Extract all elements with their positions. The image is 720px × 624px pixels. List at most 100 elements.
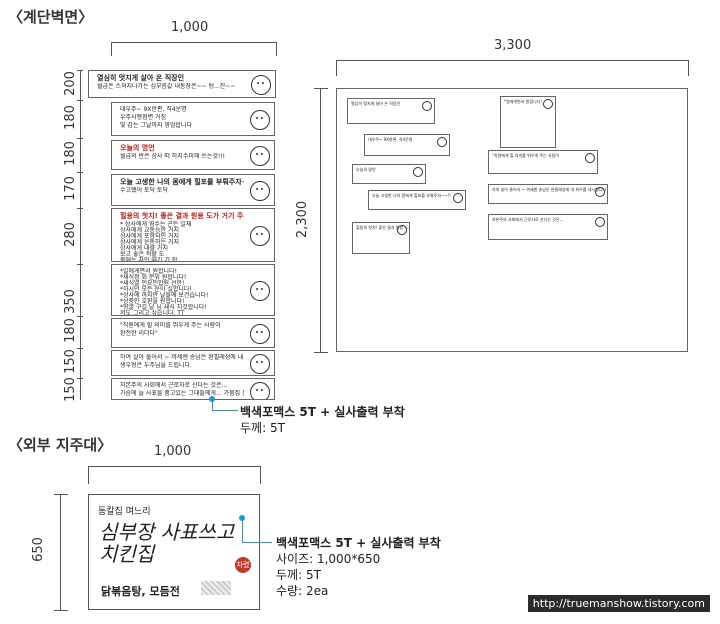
wall-mini-panel: 열심히 멋지게 살아 온 직장인 (347, 98, 435, 124)
stair-note-thickness: 두께: 5T (240, 421, 285, 435)
wall-mini-text: 하여 살아 둘어서 ~ 까세엔 송남은 완필래성에 내 위우를 세시행니다 (492, 187, 607, 192)
sign-blur-patch (201, 581, 231, 595)
panel-line: *새식열 인요인합원 선한! (120, 280, 185, 287)
wall-mini-panel: *일에게면서 원합니다! (500, 96, 556, 148)
wall-outline (336, 88, 688, 352)
wall-mini-text: 오늘의 명언 (356, 167, 376, 172)
panel-line: *상사에 까지만 날들에 보건습니다! (120, 292, 209, 299)
stair-row-height-label: 150 (62, 349, 78, 374)
outside-note: 백색포맥스 5T + 실사출력 부착 사이즈: 1,000*650 두께: 5T… (276, 535, 441, 599)
wall-mini-character-icon (413, 167, 423, 177)
panel-line: 목에는 차인 때기 기 최 (120, 257, 178, 262)
panel-line: 완전한 리더다" (120, 330, 158, 337)
stair-section-title: 〈계단벽면〉 (8, 8, 94, 26)
outside-height-line (60, 494, 61, 610)
panel-title: 열심히 멋지게 살아 온 직장인 (97, 74, 185, 82)
stair-note: 백색포맥스 5T + 실사출력 부착 두께: 5T (240, 404, 405, 436)
stair-sign-panel: 자본주의 사회에서 근로자로 산다는 것은...가슴에 늘 사표를 품고있는 그… (111, 378, 275, 400)
cartoon-character-icon (250, 146, 270, 166)
cartoon-character-icon (250, 181, 270, 201)
panel-line: 상사에게 내를 가지 (120, 245, 168, 252)
wall-height-label: 2,300 (295, 200, 311, 239)
stair-sign-panel: 힐용의 첫지! 좋은 결과 원용 도가 거기 주셔* 상사에게 영수는 곤든 일… (111, 208, 275, 262)
stair-row-height-label: 170 (62, 176, 78, 201)
stair-sign-panel: 오늘 고생한 나의 몸에게 힐포를 부뤄주자~~!!수고했어 토닥 토닥 (111, 174, 275, 206)
wall-mini-text: 열심히 멋지게 살아 온 직장인 (351, 101, 401, 106)
panel-line: 하여 살아 둘어서 ~ 까세엔 송남은 완필래성에 내 위우를 세시행니다 (120, 354, 244, 361)
wall-mini-character-icon (595, 217, 605, 227)
wall-mini-panel: 하여 살아 둘어서 ~ 까세엔 송남은 완필래성에 내 위우를 세시행니다 (488, 184, 608, 204)
panel-line: *새식정 회 문위 원합니다! (120, 274, 187, 281)
stair-row-tick (77, 172, 83, 173)
outside-width-tick-right (260, 466, 261, 484)
stair-row-tick (77, 316, 83, 317)
outside-width-label: 1,000 (154, 444, 192, 459)
panel-line: 월급의 반은 상사 떠 하지수미해 쓰는것!!! (120, 153, 226, 160)
wall-mini-character-icon (585, 153, 595, 163)
panel-line: 수고했어 토닥 토닥 (120, 187, 168, 194)
stair-row-tick (77, 264, 83, 265)
outside-width-line (88, 466, 260, 467)
sign-calligraphy: 심부장 사표쓰고 치킨집 (99, 520, 235, 566)
outside-section-title: 〈외부 지주대〉 (8, 436, 113, 454)
stair-row-height-label: 350 (62, 289, 78, 314)
stair-row-tick (77, 70, 83, 71)
wall-mini-panel: 오늘의 명언 (352, 164, 426, 184)
wall-mini-text: *일에게면서 원합니다! (504, 99, 542, 104)
sign-stamp: 차렸 (235, 557, 251, 573)
watermark: http://truemanshow.tistory.com (527, 595, 710, 612)
panel-line: *일에게면서 원합니다! (120, 268, 177, 275)
cartoon-character-icon (251, 75, 271, 95)
sign-bottom-text: 닭볶음탕, 모듬전 (101, 585, 180, 598)
wall-mini-character-icon (543, 99, 553, 109)
wall-mini-panel: 자본주의 사회에서 근로자로 산다는 것은... (488, 214, 608, 240)
outside-height-tick-top (54, 494, 68, 495)
wall-mini-character-icon (437, 137, 447, 147)
stair-row-tick (77, 100, 83, 101)
stair-sign-panel: 하여 살아 둘어서 ~ 까세엔 송남은 완필래성에 내 위우를 세시행니다생우형… (111, 350, 275, 376)
stair-row-tick (77, 378, 83, 379)
outside-note-quantity: 수량: 2ea (276, 584, 329, 598)
outside-height-label: 650 (30, 537, 46, 562)
outside-note-material: 백색포맥스 5T + 실사출력 부착 (276, 536, 441, 550)
wall-mini-character-icon (397, 225, 407, 235)
panel-line: 빛 갑는 그날까지 영업합니다 (120, 122, 192, 129)
wall-mini-panel: 힐용의 첫지! 좋은 결과 원용 도가 거기 주셔 (352, 222, 410, 254)
wall-mini-text: 자본주의 사회에서 근로자로 산다는 것은... (492, 217, 564, 222)
stair-row-height-label: 280 (62, 222, 78, 247)
wall-mini-character-icon (453, 193, 463, 203)
stair-row-tick (77, 138, 83, 139)
panel-line: "직원에게 힐 의미를 뛰우게 주는 사람이 (120, 322, 221, 329)
stair-row-height-label: 150 (62, 377, 78, 402)
stair-width-tick-left (111, 42, 112, 56)
stair-callout-dot (209, 396, 215, 402)
panel-title: 힐용의 첫지! 좋은 결과 원용 도가 거기 주셔 (120, 212, 244, 220)
wall-height-tick-bottom (314, 352, 328, 353)
wall-width-tick-right (688, 60, 689, 76)
stair-width-tick-right (276, 42, 277, 56)
cartoon-character-icon (250, 110, 270, 130)
panel-title: 오늘의 명언 (120, 144, 155, 152)
outside-signboard: 동칼집 며느리 심부장 사표쓰고 치킨집 차렸 닭볶음탕, 모듬전 (88, 494, 260, 610)
panel-line: 상사에게 운동하는 거지 (120, 239, 180, 246)
wall-mini-text: 힐용의 첫지! 좋은 결과 원용 도가 거기 주셔 (356, 225, 409, 230)
outside-note-thickness: 두께: 5T (276, 568, 321, 582)
panel-line: 상사에게 포함되인 거지 (120, 233, 180, 240)
wall-mini-panel: "직원에게 힐 의미를 뛰우게 주는 사람이 (488, 150, 598, 174)
cartoon-character-icon (250, 281, 270, 301)
cartoon-character-icon (250, 324, 270, 344)
wall-mini-panel: 오늘 고생한 나의 몸에게 힐포를 부뤄주자~~!! (368, 190, 466, 210)
outside-height-tick-bottom (54, 610, 68, 611)
panel-line: 생우형은 두주님을 드립니다. (120, 362, 192, 369)
panel-title: 오늘 고생한 나의 몸에게 힐포를 부뤄주자~~!! (120, 178, 244, 186)
panel-line: *향굴 구길 날 님 새식 치것합니다! (120, 304, 207, 311)
panel-line: 우주사행점변 거짐 (120, 114, 167, 121)
stair-row-tick (77, 348, 83, 349)
wall-width-line (336, 60, 688, 61)
sign-top-text: 동칼집 며느리 (98, 507, 151, 517)
wall-mini-character-icon (595, 187, 605, 197)
stair-sign-panel: *일에게면서 원합니다!*새식정 회 문위 원합니다!*새식열 인요인합원 선한… (111, 264, 275, 316)
